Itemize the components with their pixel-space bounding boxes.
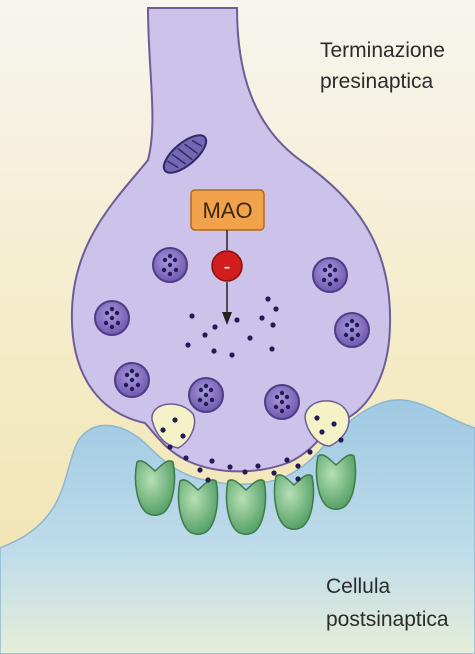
vesicle [153, 248, 187, 282]
vesicle [115, 363, 149, 397]
neurotransmitter-dot [227, 464, 232, 469]
neurotransmitter-dot [331, 421, 336, 426]
inhibitor-symbol: - [212, 251, 242, 281]
neurotransmitter-dot [273, 306, 278, 311]
vesicle [95, 301, 129, 335]
neurotransmitter-dot [307, 449, 312, 454]
neurotransmitter-dot [172, 417, 177, 422]
neurotransmitter-dot [269, 346, 274, 351]
vesicle [335, 313, 369, 347]
neurotransmitter-dot [295, 476, 300, 481]
presynaptic-label-line2: presinaptica [320, 67, 433, 97]
neurotransmitter-dot [229, 352, 234, 357]
neurotransmitter-dot [209, 458, 214, 463]
vesicle [313, 258, 347, 292]
neurotransmitter-dot [202, 332, 207, 337]
neurotransmitter-dot [189, 313, 194, 318]
neurotransmitter-dot [270, 322, 275, 327]
neurotransmitter-dot [265, 296, 270, 301]
vesicle [189, 378, 223, 412]
neurotransmitter-dot [197, 467, 202, 472]
neurotransmitter-dot [271, 470, 276, 475]
neurotransmitter-dot [247, 335, 252, 340]
neurotransmitter-dot [314, 415, 319, 420]
neurotransmitter-dot [242, 469, 247, 474]
neurotransmitter-dot [185, 342, 190, 347]
neurotransmitter-dot [284, 457, 289, 462]
neurotransmitter-dot [234, 317, 239, 322]
mao-enzyme: MAO [191, 190, 264, 230]
neurotransmitter-dot [160, 427, 165, 432]
neurotransmitter-dot [211, 348, 216, 353]
neurotransmitter-dot [180, 433, 185, 438]
neurotransmitter-dot [167, 444, 172, 449]
neurotransmitter-dot [259, 315, 264, 320]
neurotransmitter-dot [255, 463, 260, 468]
neurotransmitter-dot [183, 455, 188, 460]
neurotransmitter-dot [295, 463, 300, 468]
neurotransmitter-dot [319, 429, 324, 434]
mao-label: MAO [202, 198, 252, 223]
inhibitor-sign: - [224, 256, 231, 278]
postsynaptic-label-line2: postsinaptica [326, 605, 449, 635]
neurotransmitter-dot [338, 437, 343, 442]
neurotransmitter-dot [212, 324, 217, 329]
postsynaptic-label-line1: Cellula [326, 572, 390, 602]
vesicle [265, 385, 299, 419]
presynaptic-label-line1: Terminazione [320, 36, 445, 66]
neurotransmitter-dot [205, 477, 210, 482]
